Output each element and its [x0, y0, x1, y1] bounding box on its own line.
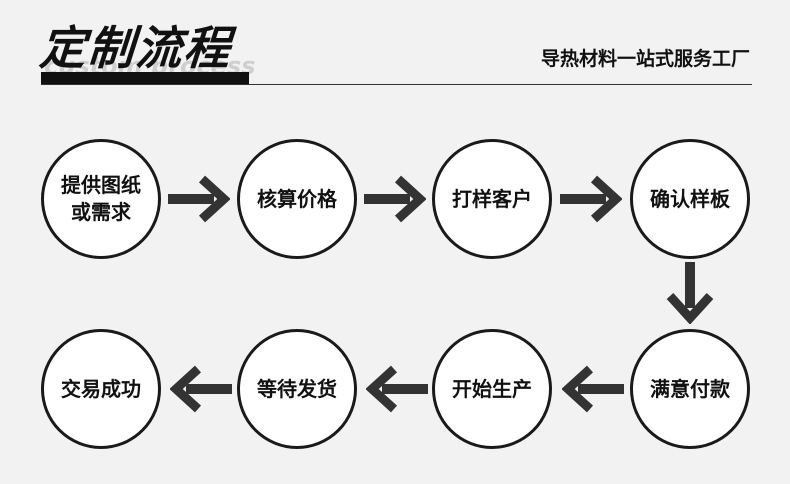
title-underline-bar	[41, 72, 249, 84]
header-divider	[41, 84, 752, 85]
step-label-5: 满意付款	[650, 376, 730, 401]
step-node-4: 确认样板	[630, 139, 750, 259]
step-node-8: 交易成功	[41, 329, 161, 449]
step-label-2: 核算价格	[257, 186, 337, 211]
step-node-3: 打样客户	[432, 139, 552, 259]
arrow-right-icon	[168, 175, 230, 223]
arrow-left-icon	[366, 365, 428, 413]
step-node-2: 核算价格	[237, 139, 357, 259]
arrow-left-icon	[562, 365, 624, 413]
step-label-4: 确认样板	[650, 186, 730, 211]
arrow-left-icon	[170, 365, 232, 413]
arrow-right-icon	[560, 175, 622, 223]
step-label-1: 提供图纸或需求	[61, 173, 141, 224]
title-block: custom process 定制流程	[37, 8, 290, 80]
step-label-3: 打样客户	[452, 186, 532, 211]
step-label-6: 开始生产	[452, 376, 532, 401]
step-node-6: 开始生产	[432, 329, 552, 449]
page-title: 定制流程	[37, 21, 234, 75]
page-subtitle: 导热材料一站式服务工厂	[540, 48, 750, 70]
step-node-1: 提供图纸或需求	[41, 139, 161, 259]
arrow-right-icon	[364, 175, 426, 223]
step-node-7: 等待发货	[237, 329, 357, 449]
step-label-7: 等待发货	[257, 376, 337, 401]
step-label-8: 交易成功	[61, 376, 141, 401]
arrow-down-icon	[666, 262, 714, 324]
step-node-5: 满意付款	[630, 329, 750, 449]
